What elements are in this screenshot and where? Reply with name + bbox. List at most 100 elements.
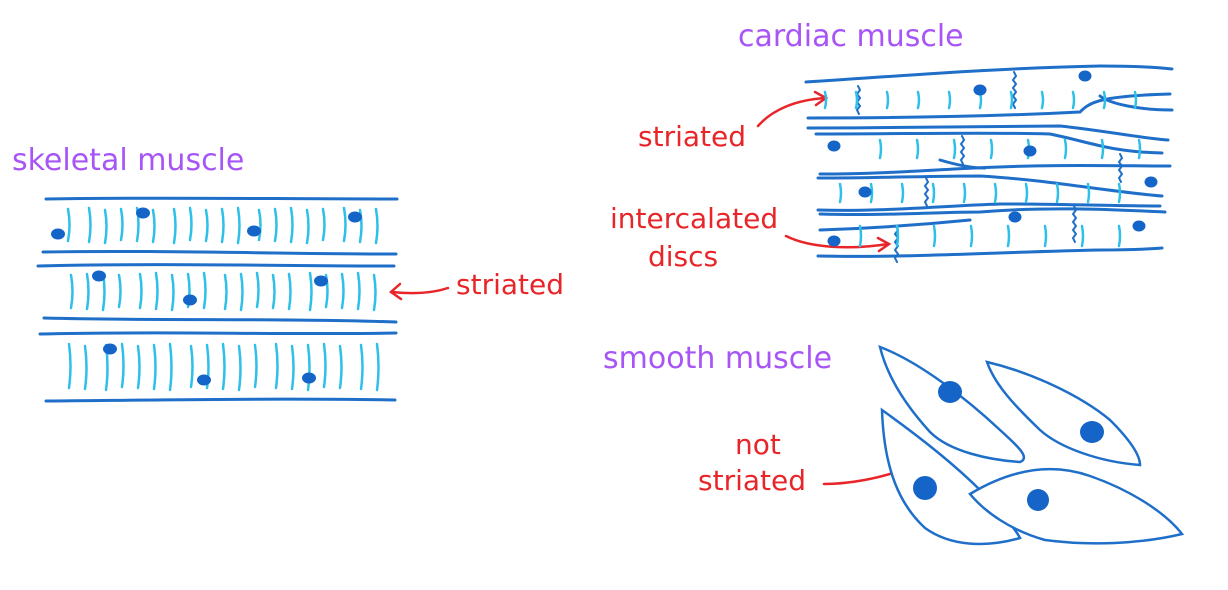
- smooth-nuclei: [913, 381, 1104, 511]
- striation-line: [915, 138, 920, 160]
- striation-line: [838, 182, 843, 204]
- nucleus: [197, 374, 211, 386]
- striation-line: [321, 207, 326, 242]
- striation-line: [1024, 182, 1029, 204]
- nucleus: [247, 225, 261, 237]
- striation-line: [271, 273, 276, 310]
- striation-line: [885, 90, 890, 110]
- nucleus: [51, 228, 65, 240]
- striation-line: [236, 206, 241, 245]
- striation-line: [204, 208, 209, 243]
- striation-line: [257, 208, 262, 242]
- striation-line: [1063, 138, 1068, 160]
- nucleus: [1080, 421, 1104, 443]
- striation-line: [152, 343, 157, 391]
- striation-line: [1055, 182, 1060, 204]
- skeletal-nuclei: [51, 207, 362, 386]
- skeletal-muscle-drawing: [36, 196, 399, 403]
- striation-line: [338, 344, 343, 390]
- striation-line: [342, 206, 347, 243]
- striation-line: [1080, 224, 1085, 248]
- cardiac-fiber-outlines: [804, 64, 1174, 258]
- cardiac-muscle-drawing: [804, 64, 1174, 263]
- striation-line: [289, 206, 294, 244]
- skeletal-muscle-title: skeletal muscle: [12, 143, 244, 178]
- nucleus: [858, 186, 872, 198]
- nucleus: [314, 275, 328, 287]
- striation-line: [290, 344, 295, 391]
- striation-line: [85, 272, 90, 311]
- intercalated-discs-arrow: [784, 234, 892, 253]
- nucleus: [1008, 211, 1022, 223]
- nucleus: [92, 270, 106, 282]
- nucleus: [1023, 145, 1037, 157]
- striation-line: [138, 272, 143, 310]
- striation-line: [287, 272, 292, 311]
- striation-line: [223, 273, 228, 311]
- striation-line: [119, 207, 124, 242]
- nucleus: [827, 140, 841, 152]
- striation-line: [900, 182, 905, 204]
- striation-line: [1086, 182, 1091, 204]
- striation-line: [83, 344, 88, 391]
- striation-line: [1043, 224, 1048, 248]
- striation-line: [87, 206, 92, 244]
- cardiac-nuclei: [827, 70, 1158, 247]
- striation-line: [221, 342, 226, 391]
- striation-line: [322, 342, 327, 389]
- striation-line: [962, 182, 967, 204]
- nucleus: [302, 372, 316, 384]
- striation-line: [372, 273, 377, 312]
- striation-line: [340, 272, 345, 310]
- cardiac-striated-arrow: [756, 90, 829, 128]
- intercalated-discs-label-line1: intercalated: [610, 202, 778, 235]
- smooth-cell: [985, 360, 1142, 467]
- cardiac-muscle-title: cardiac muscle: [738, 19, 964, 54]
- striation-line: [1117, 182, 1122, 204]
- striation-line: [168, 342, 173, 392]
- nucleus: [1027, 489, 1049, 511]
- striation-line: [969, 224, 974, 248]
- nucleus: [1132, 220, 1146, 232]
- striation-line: [151, 208, 156, 244]
- striation-line: [67, 342, 72, 390]
- striation-line: [1102, 90, 1107, 110]
- nucleus: [938, 381, 962, 403]
- striation-line: [253, 343, 258, 389]
- striation-line: [374, 207, 379, 245]
- nucleus: [1078, 70, 1092, 82]
- intercalated-discs-label-line2: discs: [648, 240, 718, 273]
- striation-line: [1100, 138, 1105, 160]
- striation-line: [1006, 224, 1011, 248]
- striation-line: [895, 224, 900, 248]
- nucleus: [827, 235, 841, 247]
- smooth-not-label: not: [735, 428, 781, 461]
- smooth-muscle-drawing: [878, 344, 1185, 546]
- smooth-cell: [968, 467, 1185, 545]
- striation-line: [1137, 138, 1142, 160]
- intercalated-discs: [855, 71, 1124, 263]
- striation-line: [947, 90, 952, 110]
- striation-line: [189, 344, 194, 389]
- striation-line: [375, 342, 380, 392]
- striation-line: [952, 138, 957, 160]
- skeletal-arrow: [388, 282, 450, 301]
- striation-line: [202, 271, 207, 310]
- striation-line: [274, 342, 279, 390]
- nucleus: [913, 476, 937, 500]
- striation-line: [170, 273, 175, 312]
- striation-line: [255, 271, 260, 309]
- smooth-striated-label: striated: [698, 464, 806, 497]
- striation-line: [356, 271, 361, 311]
- striation-line: [239, 272, 244, 312]
- skeletal-striations: [66, 206, 380, 392]
- striation-line: [308, 271, 313, 312]
- striation-line: [916, 90, 921, 110]
- striation-line: [854, 90, 859, 110]
- striation-line: [858, 224, 863, 248]
- striation-line: [993, 182, 998, 204]
- striation-line: [154, 271, 159, 311]
- striation-line: [1040, 90, 1045, 110]
- nucleus: [1144, 176, 1158, 188]
- smooth-muscle-title: smooth muscle: [603, 341, 832, 376]
